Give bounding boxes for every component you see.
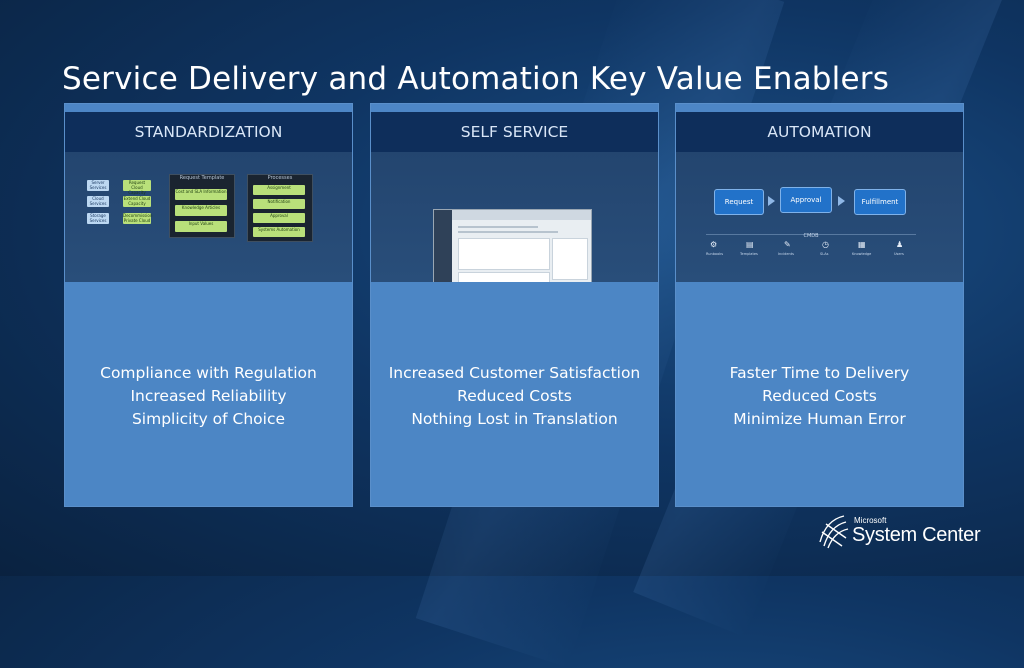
runbooks-icon: ⚙ (710, 240, 718, 249)
std-mid-item: Request Cloud Capacity (123, 180, 151, 195)
cmdb-band: CMDB ⚙ ▤ ✎ ◷ ▦ ♟ Runbooks Templates Inci… (706, 233, 916, 275)
icon-label: Runbooks (706, 252, 724, 256)
flow-arrow-icon (768, 196, 775, 206)
request-template-item: Knowledge Articles (175, 205, 227, 216)
slas-icon: ◷ (822, 240, 829, 249)
process-item: Approval (253, 213, 305, 223)
standardization-benefits: Compliance with Regulation Increased Rel… (65, 362, 352, 431)
kbs-icon: ▦ (858, 240, 866, 249)
flow-approval: Approval (780, 187, 832, 213)
request-template-item: Input Values (175, 221, 227, 232)
self-service-benefits: Increased Customer Satisfaction Reduced … (371, 362, 658, 431)
flow-fulfillment: Fulfillment (854, 189, 906, 215)
system-center-logo-icon (819, 515, 849, 549)
icon-label: Templates (740, 252, 758, 256)
automation-body-bg (676, 282, 963, 506)
cmdb-label: CMDB (803, 233, 819, 239)
benefit-line: Increased Reliability (130, 387, 287, 405)
logo-brand: Microsoft (854, 516, 887, 525)
self-service-body-bg (371, 282, 658, 506)
self-service-screenshot-area (371, 152, 658, 308)
benefit-line: Faster Time to Delivery (729, 364, 910, 382)
system-center-logo: Microsoft System Center (816, 512, 1006, 552)
slide-title: Service Delivery and Automation Key Valu… (62, 60, 890, 97)
benefit-line: Reduced Costs (457, 387, 572, 405)
benefit-line: Increased Customer Satisfaction (388, 364, 641, 382)
automation-card: AUTOMATION Request Approval Fulfillment … (675, 103, 964, 507)
automation-benefits: Faster Time to Delivery Reduced Costs Mi… (676, 362, 963, 431)
standardization-card: STANDARDIZATION Server Services Cloud Se… (64, 103, 353, 507)
request-template-title: Request Template (179, 175, 225, 181)
request-template-item: Cost and SLA Information (175, 189, 227, 200)
std-left-item: Storage Services (87, 213, 109, 224)
benefit-line: Compliance with Regulation (100, 364, 317, 382)
icon-label: Users (894, 252, 904, 256)
automation-heading: AUTOMATION (676, 112, 963, 152)
processes-title: Processes (267, 175, 293, 181)
icon-label: Incidents (778, 252, 794, 256)
icon-label: Knowledge (852, 252, 872, 256)
benefit-line: Simplicity of Choice (131, 410, 286, 428)
request-template-panel: Request Template Cost and SLA Informatio… (169, 174, 235, 238)
flow-request: Request (714, 189, 764, 215)
benefit-line: Reduced Costs (762, 387, 877, 405)
standardization-body-bg (65, 282, 352, 506)
std-mid-item: Extend Cloud Capacity (123, 196, 151, 207)
users-icon: ♟ (896, 240, 904, 249)
incidents-icon: ✎ (784, 240, 791, 249)
processes-panel: Processes Assignment Notification Approv… (247, 174, 313, 242)
standardization-diagram: Server Services Cloud Services Storage S… (65, 152, 352, 282)
benefit-line: Nothing Lost in Translation (411, 410, 618, 428)
process-item: Systems Automation (253, 227, 305, 237)
std-left-item: Cloud Services (87, 196, 109, 207)
icon-label: SLAs (820, 252, 829, 256)
standardization-heading: STANDARDIZATION (65, 112, 352, 152)
self-service-heading: SELF SERVICE (371, 112, 658, 152)
self-service-card: SELF SERVICE Increased Customer Satisfac… (370, 103, 659, 507)
process-item: Notification (253, 199, 305, 209)
templates-icon: ▤ (746, 240, 754, 249)
std-left-item: Server Services (87, 180, 109, 191)
process-item: Assignment (253, 185, 305, 195)
std-mid-item: Decommission Private Cloud (123, 213, 153, 224)
benefit-line: Minimize Human Error (733, 410, 906, 428)
automation-diagram: Request Approval Fulfillment CMDB ⚙ ▤ ✎ … (676, 152, 963, 282)
flow-arrow-icon (838, 196, 845, 206)
logo-product: System Center (852, 524, 981, 546)
